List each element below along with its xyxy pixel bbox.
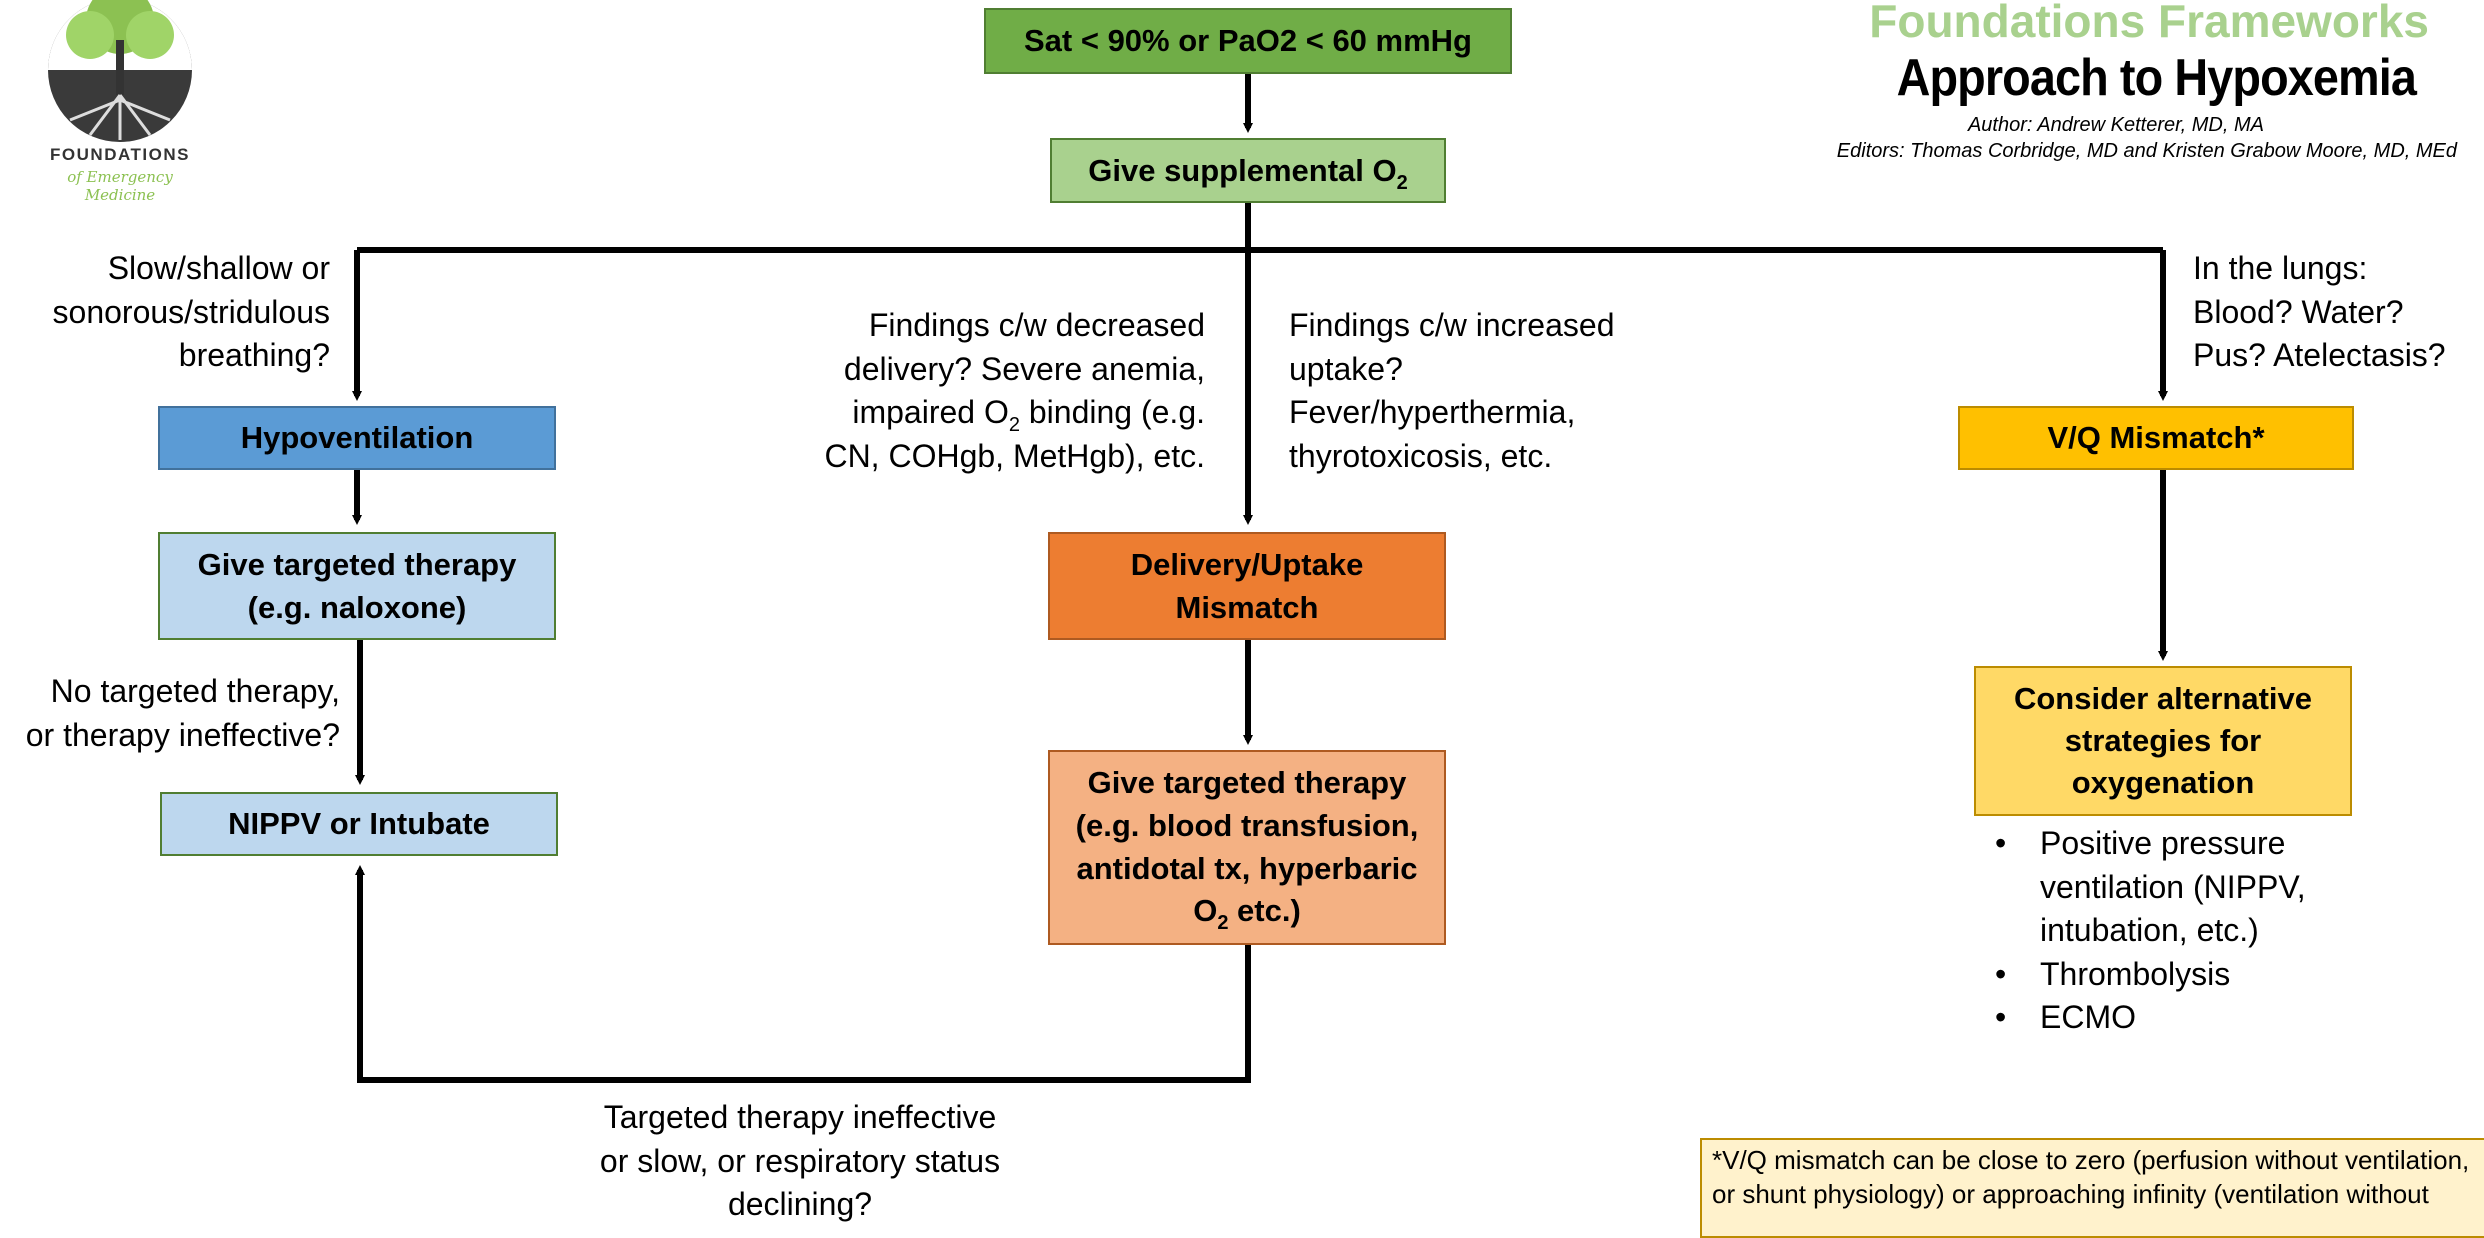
series-title: Foundations Frameworks <box>1869 0 2429 47</box>
increased-uptake-line4: thyrotoxicosis, etc. <box>1289 437 1553 474</box>
hypo-question-line1: Slow/shallow or <box>107 250 330 286</box>
decreased-delivery-line2: delivery? Severe anemia, <box>843 350 1205 387</box>
branch-bar <box>357 203 2163 253</box>
logo-subtitle: of Emergency Medicine <box>67 168 173 204</box>
hypo-question-line2: sonorous/stridulous <box>52 293 330 330</box>
hypo-therapy-line1: Give targeted therapy <box>197 546 517 582</box>
delivery-uptake-line2: Mismatch <box>1175 590 1319 625</box>
list-item-line: intubation, etc.) <box>2040 912 2259 949</box>
delivery-uptake-box: Delivery/Uptake Mismatch <box>1048 532 1446 640</box>
list-item-line: ECMO <box>2040 999 2136 1036</box>
footnote-box: *V/Q mismatch can be close to zero (perf… <box>1700 1138 2484 1238</box>
supplemental-o2-text: Give supplemental O <box>1088 152 1397 188</box>
editors: Editors: Thomas Corbridge, MD and Kriste… <box>1836 140 2457 162</box>
delivery-therapy-line3: antidotal tx, hyperbaric <box>1076 850 1418 886</box>
hypo-therapy-box: Give targeted therapy (e.g. naloxone) <box>158 532 556 640</box>
alternatives-list: Positive pressure ventilation (NIPPV, in… <box>1980 822 2460 1040</box>
delivery-uptake-line1: Delivery/Uptake <box>1130 546 1364 582</box>
delivery-therapy-line4: O <box>1193 893 1218 929</box>
therapy-ineffective-line1: Targeted therapy ineffective <box>603 1099 997 1135</box>
supplemental-o2-sub: 2 <box>1396 171 1408 194</box>
list-item-line: Positive pressure <box>2040 825 2286 861</box>
no-targeted-line1: No targeted therapy, <box>50 673 340 709</box>
lungs-question-line2: Blood? Water? <box>2193 293 2404 330</box>
decreased-delivery-line1: Findings c/w decreased <box>868 307 1205 343</box>
decreased-delivery-line3-end: binding (e.g. <box>1019 394 1205 431</box>
lungs-question-line3: Pus? Atelectasis? <box>2193 337 2446 374</box>
list-item: Thrombolysis <box>1995 953 2460 997</box>
decreased-delivery-label: Findings c/w decreased delivery? Severe … <box>780 304 1205 478</box>
loop-back-to-nippv <box>355 865 1251 1083</box>
delivery-therapy-line2: (e.g. blood transfusion, <box>1075 807 1419 843</box>
list-item: Positive pressure ventilation (NIPPV, in… <box>1995 822 2460 953</box>
hypoventilation-box: Hypoventilation <box>158 406 556 470</box>
increased-uptake-line2: uptake? <box>1289 350 1403 387</box>
tree-logo-icon <box>48 0 192 142</box>
decreased-delivery-sub: 2 <box>1008 414 1020 437</box>
decreased-delivery-line3: impaired O <box>852 394 1009 431</box>
decreased-delivery-line4: CN, COHgb, MetHgb), etc. <box>824 437 1205 474</box>
increased-uptake-line3: Fever/hyperthermia, <box>1289 394 1576 431</box>
delivery-therapy-line4-end: etc.) <box>1228 893 1301 929</box>
list-item-line: ventilation (NIPPV, <box>2040 868 2306 905</box>
lungs-question-label: In the lungs: Blood? Water? Pus? Atelect… <box>2193 247 2483 378</box>
hypo-question-label: Slow/shallow or sonorous/stridulous brea… <box>0 247 330 378</box>
no-targeted-label: No targeted therapy, or therapy ineffect… <box>0 670 340 757</box>
list-item: ECMO <box>1995 996 2460 1040</box>
alternatives-line3: oxygenation <box>2071 765 2255 801</box>
therapy-ineffective-label: Targeted therapy ineffective or slow, or… <box>560 1096 1040 1227</box>
logo-name: FOUNDATIONS <box>50 145 190 164</box>
nippv-box: NIPPV or Intubate <box>160 792 558 856</box>
hypo-question-line3: breathing? <box>178 337 330 374</box>
lungs-question-line1: In the lungs: <box>2193 250 2368 286</box>
delivery-therapy-box: Give targeted therapy (e.g. blood transf… <box>1048 750 1446 945</box>
increased-uptake-label: Findings c/w increased uptake? Fever/hyp… <box>1289 304 1709 478</box>
start-box: Sat < 90% or PaO2 < 60 mmHg <box>984 8 1512 74</box>
alternatives-line1: Consider alternative <box>2013 680 2313 716</box>
increased-uptake-line1: Findings c/w increased <box>1289 307 1615 343</box>
list-item-line: Thrombolysis <box>2040 955 2231 992</box>
alternatives-line2: strategies for <box>2064 722 2262 758</box>
logo: FOUNDATIONS of Emergency Medicine <box>30 0 210 204</box>
footnote-line2: or shunt physiology) or approaching infi… <box>1712 1178 2429 1209</box>
page-title: Approach to Hypoxemia <box>1896 49 2417 107</box>
delivery-therapy-line1: Give targeted therapy <box>1087 764 1407 800</box>
supplemental-o2-box: Give supplemental O2 <box>1050 138 1446 203</box>
therapy-ineffective-line2: or slow, or respiratory status <box>599 1142 1001 1179</box>
alternatives-box: Consider alternative strategies for oxyg… <box>1974 666 2352 816</box>
footnote-line1: *V/Q mismatch can be close to zero (perf… <box>1712 1145 2470 1175</box>
author: Author: Andrew Ketterer, MD, MA <box>1967 114 2264 136</box>
no-targeted-line2: or therapy ineffective? <box>25 716 340 753</box>
therapy-ineffective-line3: declining? <box>727 1186 873 1223</box>
vq-mismatch-box: V/Q Mismatch* <box>1958 406 2354 470</box>
delivery-therapy-sub: 2 <box>1217 912 1229 935</box>
hypo-therapy-line2: (e.g. naloxone) <box>247 590 467 625</box>
